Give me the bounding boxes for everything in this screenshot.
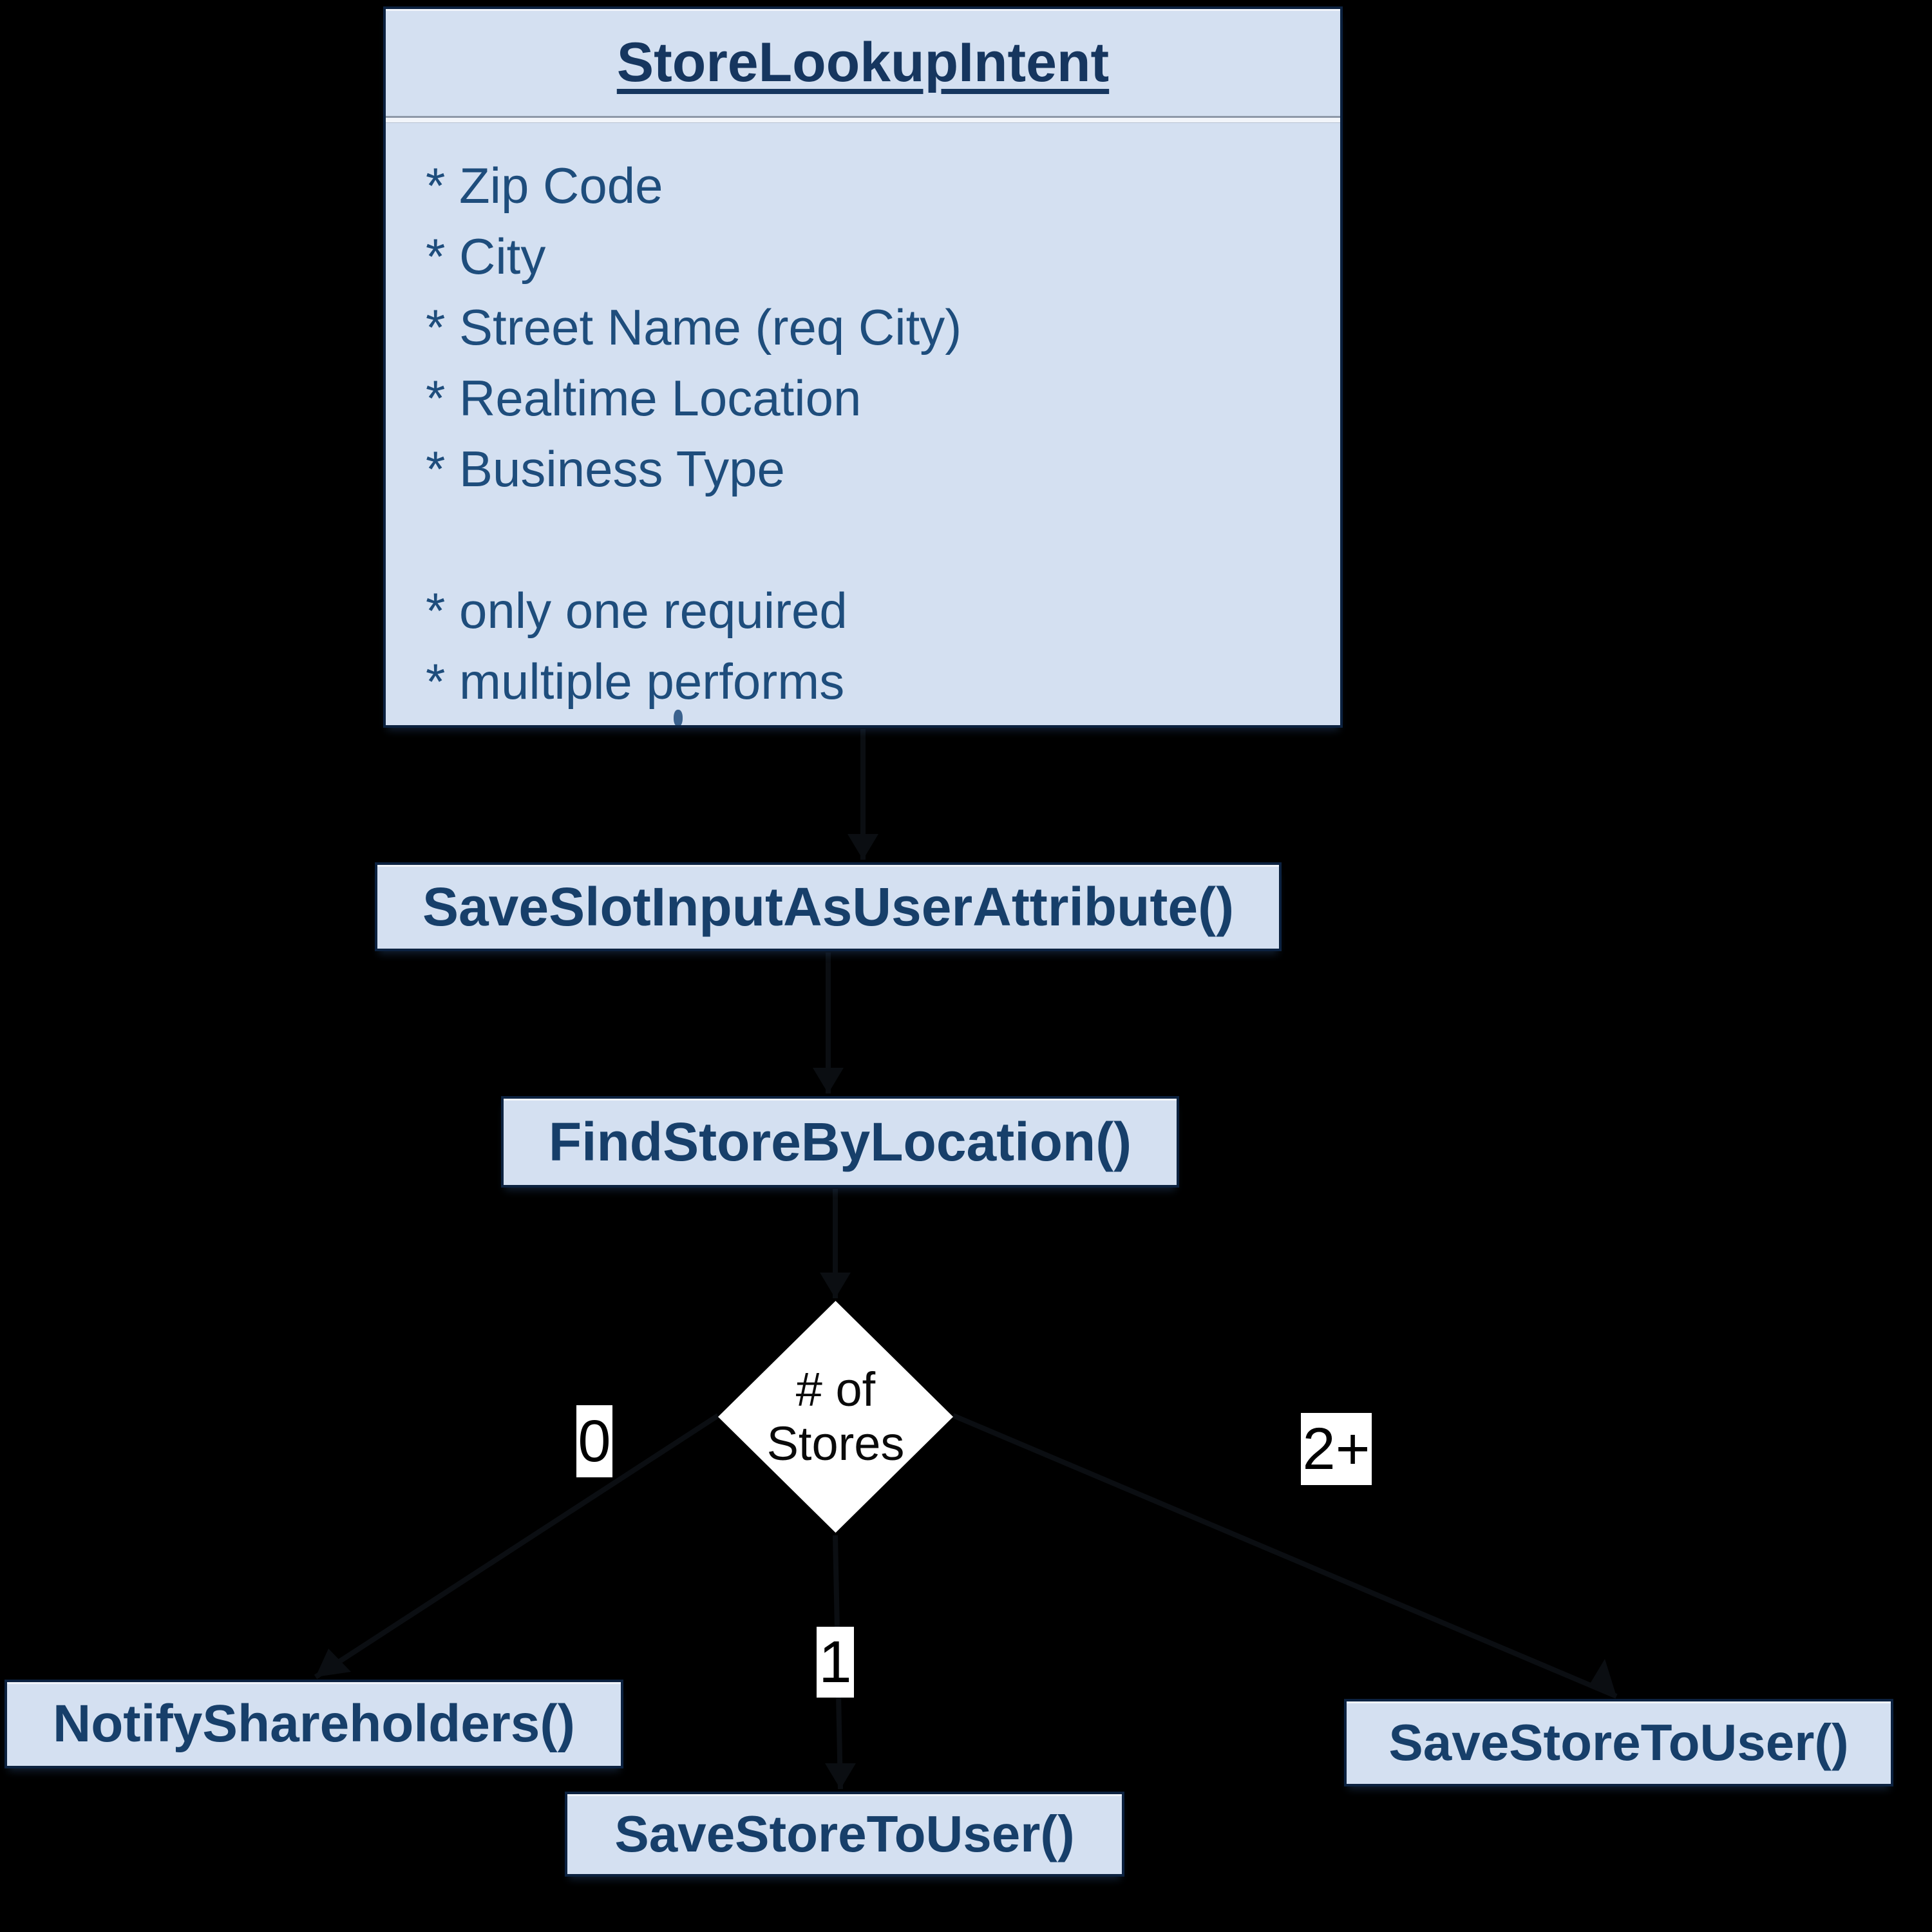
- decision-label-line2: Stores: [766, 1417, 905, 1470]
- save-store-to-user-bottom-box: SaveStoreToUser(): [565, 1792, 1124, 1877]
- connector-decision-to-notify: [314, 1413, 720, 1680]
- notify-shareholders-box: NotifyShareholders(): [5, 1680, 623, 1768]
- note-multiple-performs: * multiple performs: [426, 653, 845, 710]
- branch-label-one: 1: [817, 1627, 854, 1698]
- find-store-by-location-box: FindStoreByLocation(): [501, 1096, 1179, 1188]
- arrowhead-saveslot: [848, 834, 878, 860]
- notify-shareholders-label: NotifyShareholders(): [53, 1694, 575, 1753]
- attribute-street-name: * Street Name (req City): [426, 299, 962, 355]
- arrowhead-savecenter: [825, 1763, 856, 1789]
- intent-class-title: StoreLookupIntent: [616, 31, 1110, 93]
- find-store-by-location-label: FindStoreByLocation(): [548, 1111, 1132, 1172]
- save-store-to-user-right-label: SaveStoreToUser(): [1388, 1714, 1849, 1771]
- class-title-separator: [386, 116, 1340, 123]
- note-only-one-required: * only one required: [426, 582, 848, 639]
- intent-attribute-list: * Zip Code * City * Street Name (req Cit…: [386, 123, 1340, 717]
- arrowhead-saveright: [1589, 1659, 1616, 1696]
- branch-label-two-plus: 2+: [1301, 1413, 1372, 1485]
- blank-line: [426, 504, 1321, 575]
- attribute-city: * City: [426, 228, 546, 285]
- branch-label-zero-text: 0: [578, 1408, 611, 1474]
- arrowhead-findstore: [813, 1068, 844, 1094]
- save-slot-input-box: SaveSlotInputAsUserAttribute(): [375, 862, 1282, 951]
- decision-label-line1: # of: [795, 1363, 876, 1416]
- connector-decision-to-saveright: [952, 1413, 1618, 1699]
- arrowhead-decision: [820, 1273, 851, 1298]
- branch-label-one-text: 1: [819, 1629, 852, 1695]
- arrowhead-notify: [316, 1649, 351, 1677]
- clipped-text-remnant: [674, 710, 683, 725]
- save-store-to-user-right-box: SaveStoreToUser(): [1344, 1699, 1893, 1786]
- save-slot-input-label: SaveSlotInputAsUserAttribute(): [422, 876, 1235, 937]
- attribute-realtime-location: * Realtime Location: [426, 370, 862, 426]
- intent-class-box: StoreLookupIntent * Zip Code * City * St…: [383, 6, 1343, 728]
- attribute-zip-code: * Zip Code: [426, 157, 663, 214]
- branch-label-zero: 0: [576, 1405, 612, 1477]
- attribute-business-type: * Business Type: [426, 440, 785, 497]
- save-store-to-user-bottom-label: SaveStoreToUser(): [614, 1805, 1075, 1862]
- branch-label-two-plus-text: 2+: [1302, 1416, 1370, 1482]
